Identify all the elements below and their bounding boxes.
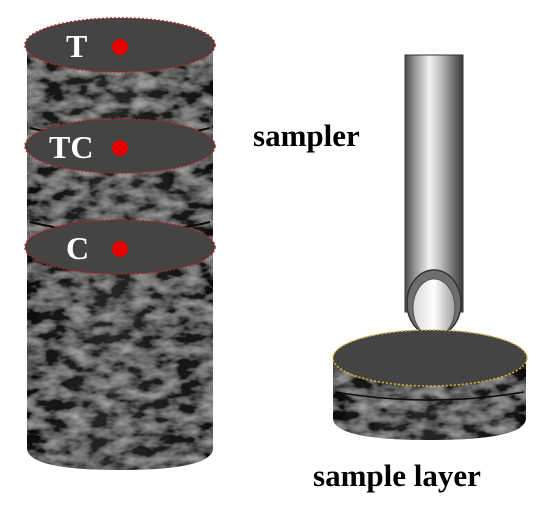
sampling-point-marker [112,140,128,156]
layer-label: C [66,230,89,266]
sample-layer-disk [332,329,528,440]
layer-tc: TC [24,118,216,174]
sampling-point-marker [112,39,128,55]
sampler-caption: sampler [253,118,360,153]
layer-c: C [24,219,216,275]
layer-label: T [66,28,87,64]
sampler-needle [404,54,464,338]
sampler-tube [404,54,464,313]
layer-label: TC [49,129,93,165]
sampling-point-marker [112,241,128,257]
sample-layer-face [332,329,528,387]
sample-layer-seam [334,391,525,401]
sampler-tip-opening [412,278,456,338]
layer-t: T [24,17,216,73]
sample-layer-caption: sample layer [313,458,481,493]
